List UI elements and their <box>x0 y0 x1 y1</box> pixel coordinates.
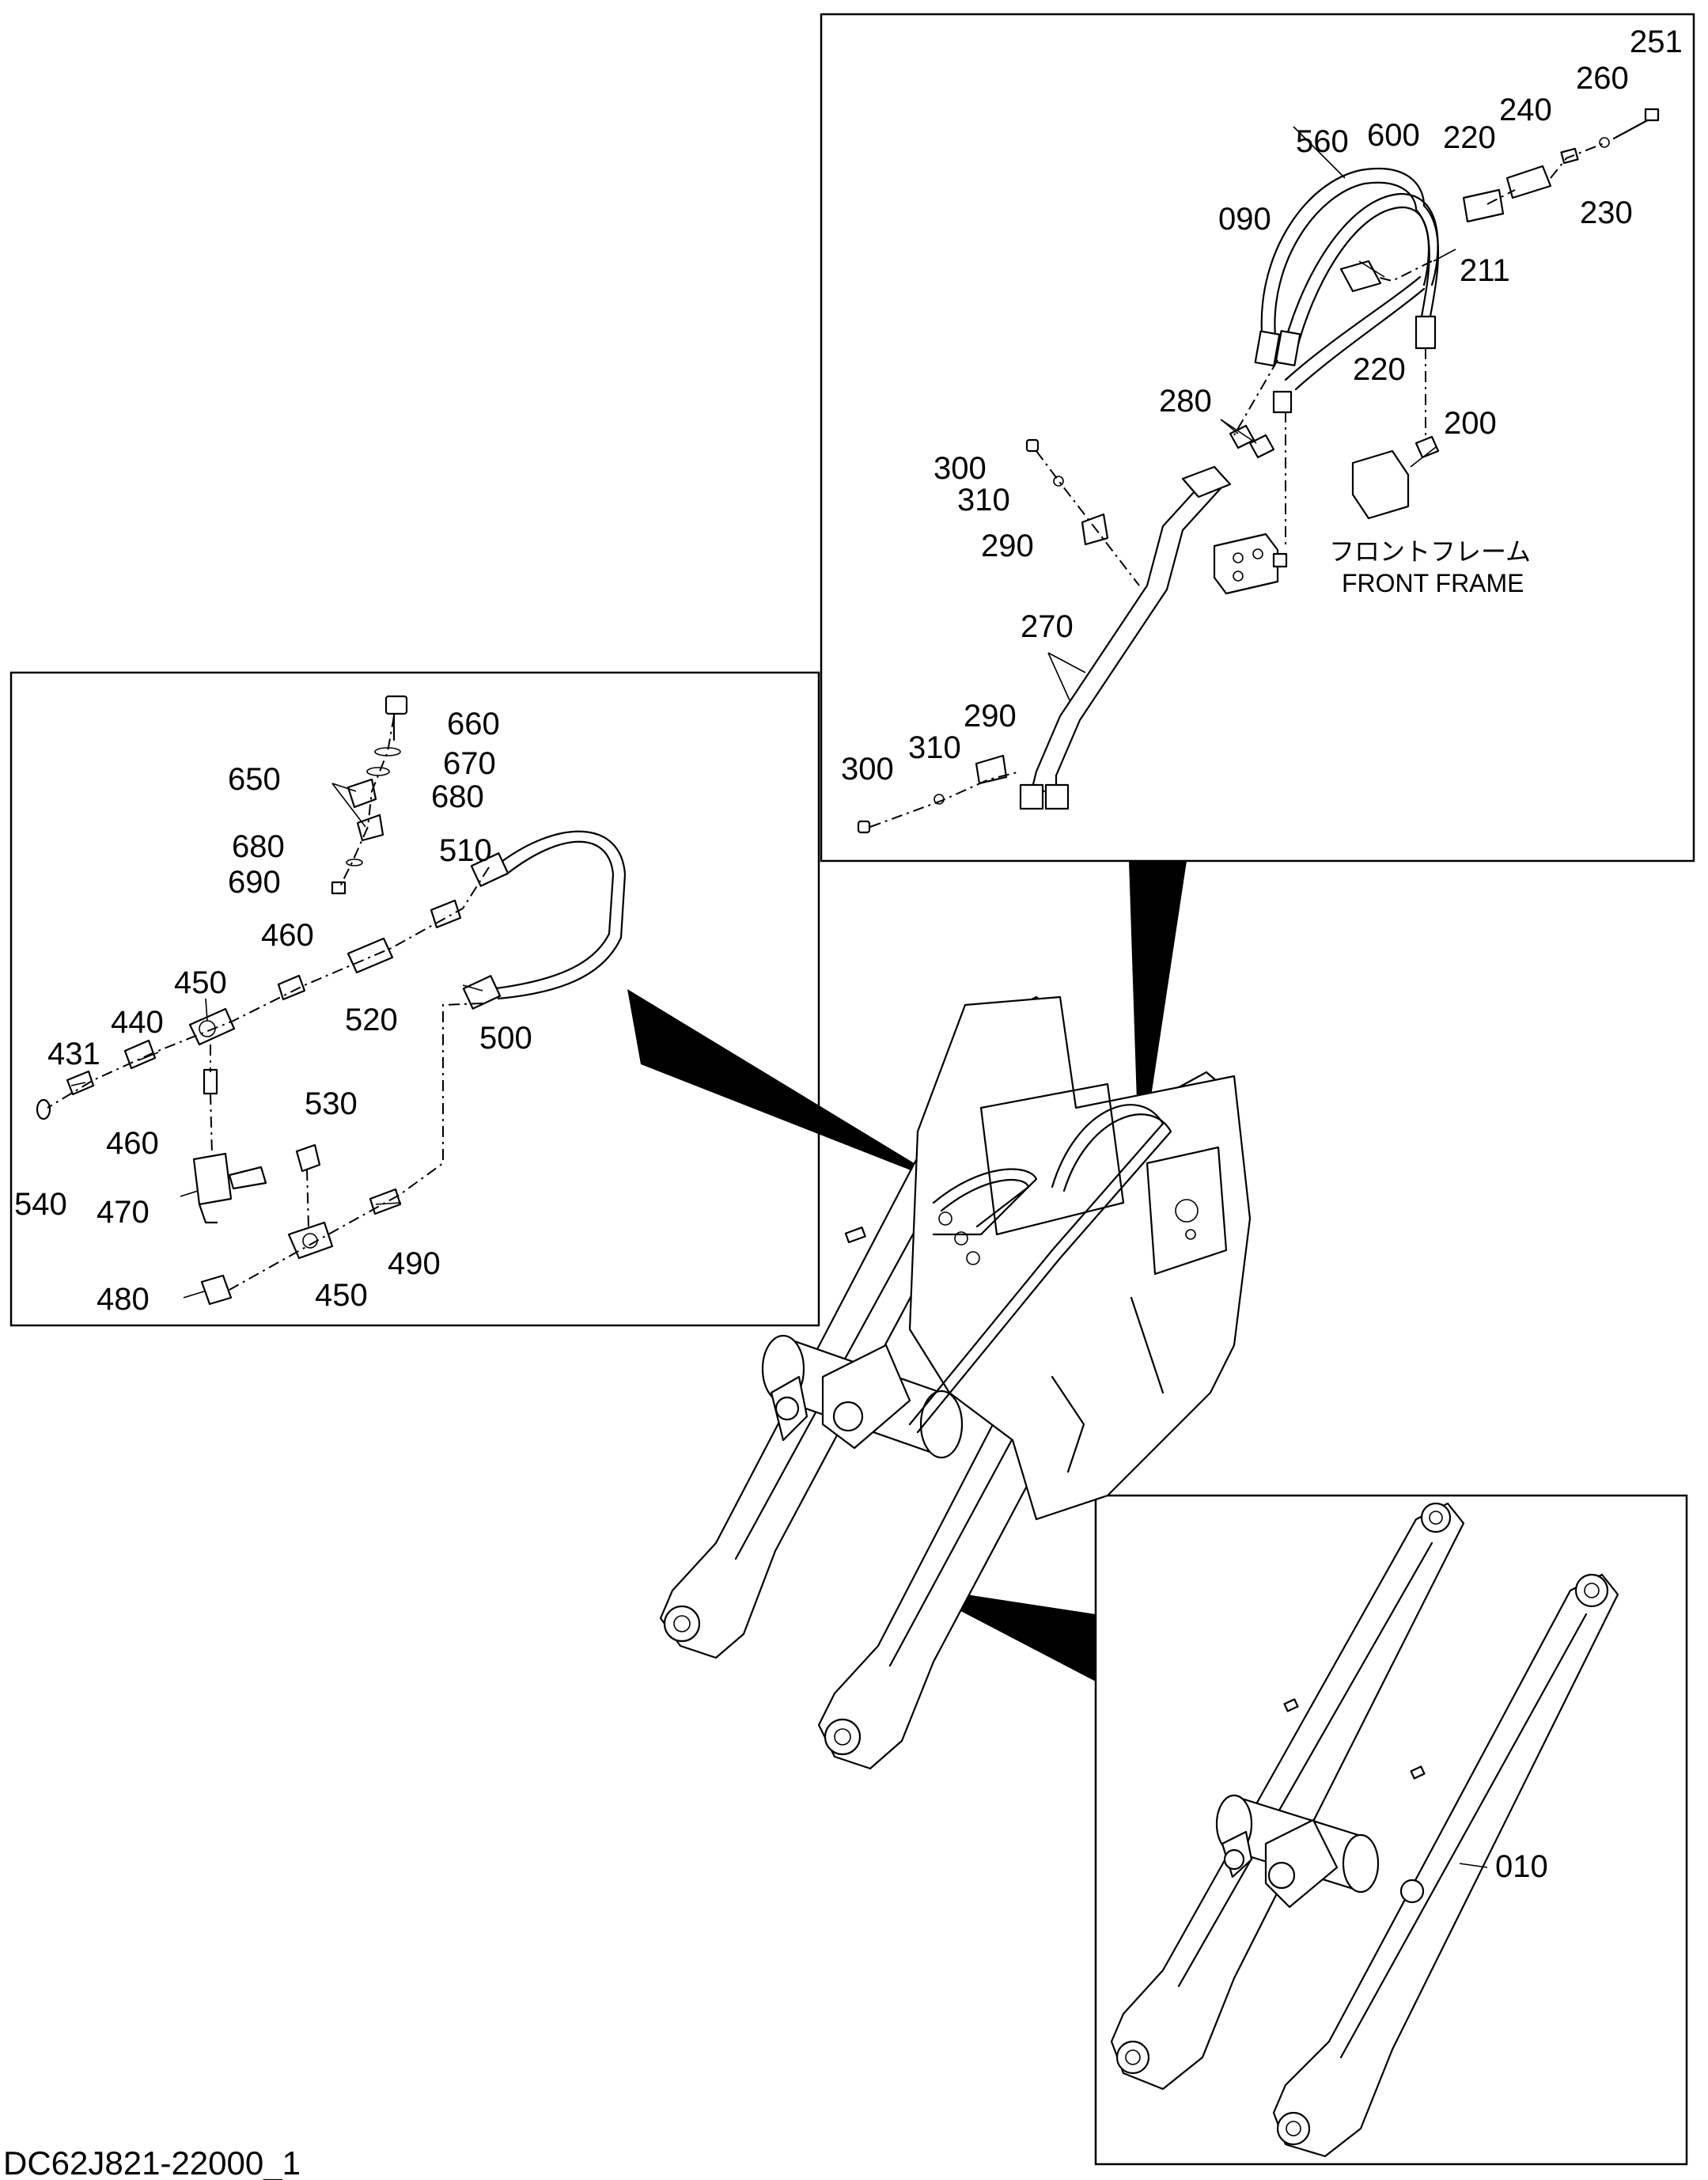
callout: 530 <box>305 1086 358 1121</box>
callout: 240 <box>1499 93 1552 127</box>
callout: 460 <box>106 1126 159 1161</box>
hose-detail <box>857 108 1660 834</box>
callout: 470 <box>97 1195 150 1230</box>
callout: 251 <box>1630 25 1683 59</box>
front-frame-label-jp: フロントフレーム <box>1329 537 1531 566</box>
callout: 440 <box>111 1005 164 1040</box>
callout: 510 <box>439 833 492 868</box>
detail-box-boom <box>1094 1494 1688 2166</box>
callout: 670 <box>443 746 496 781</box>
callout: 450 <box>174 965 227 1000</box>
callout: 300 <box>934 451 987 486</box>
callout: 690 <box>228 865 281 900</box>
wedge-left <box>627 989 953 1187</box>
callout: 540 <box>14 1187 67 1222</box>
callout: 500 <box>479 1021 532 1056</box>
callout: 220 <box>1353 352 1406 387</box>
callout: 490 <box>388 1246 441 1281</box>
fitting-detail <box>36 695 627 1306</box>
callout: 300 <box>841 752 894 787</box>
callout: 280 <box>1159 384 1212 419</box>
callout: 090 <box>1218 202 1271 237</box>
callout: 680 <box>232 829 285 864</box>
callout: 211 <box>1460 253 1510 288</box>
callout: 660 <box>447 707 500 741</box>
callout: 460 <box>261 918 314 953</box>
callout: 520 <box>345 1003 398 1037</box>
callout: 680 <box>431 779 484 814</box>
callout: 230 <box>1580 195 1633 230</box>
callout: 260 <box>1576 61 1629 96</box>
callout: 560 <box>1296 124 1349 159</box>
callout: 450 <box>315 1278 368 1313</box>
callout: 290 <box>964 699 1017 734</box>
callout: 650 <box>228 762 281 797</box>
callout: 270 <box>1021 609 1074 644</box>
callout: 290 <box>981 529 1034 563</box>
callout: 480 <box>97 1282 150 1317</box>
callout: 310 <box>957 483 1010 518</box>
callout: 220 <box>1443 120 1496 155</box>
callouts-bottom-right: 010 <box>1495 1849 1548 1884</box>
boom-detail <box>1110 1502 1619 2158</box>
callout: 600 <box>1367 118 1420 153</box>
callouts-top-right: 251 260 240 560 600 220 230 090 211 220 … <box>841 25 1683 787</box>
callout: 010 <box>1495 1849 1548 1884</box>
callout: 200 <box>1444 406 1497 441</box>
detail-box-fittings <box>9 671 820 1327</box>
loader-front-assembly <box>659 995 1252 1770</box>
callout: 310 <box>908 730 961 765</box>
detail-box-hoses <box>820 13 1695 863</box>
callout: 431 <box>47 1037 100 1071</box>
document-id: DC62J821-22000_1 <box>3 2144 301 2180</box>
callouts-left: 660 670 650 680 680 690 510 460 450 520 … <box>14 707 532 1317</box>
front-frame-label-en: FRONT FRAME <box>1342 569 1524 597</box>
